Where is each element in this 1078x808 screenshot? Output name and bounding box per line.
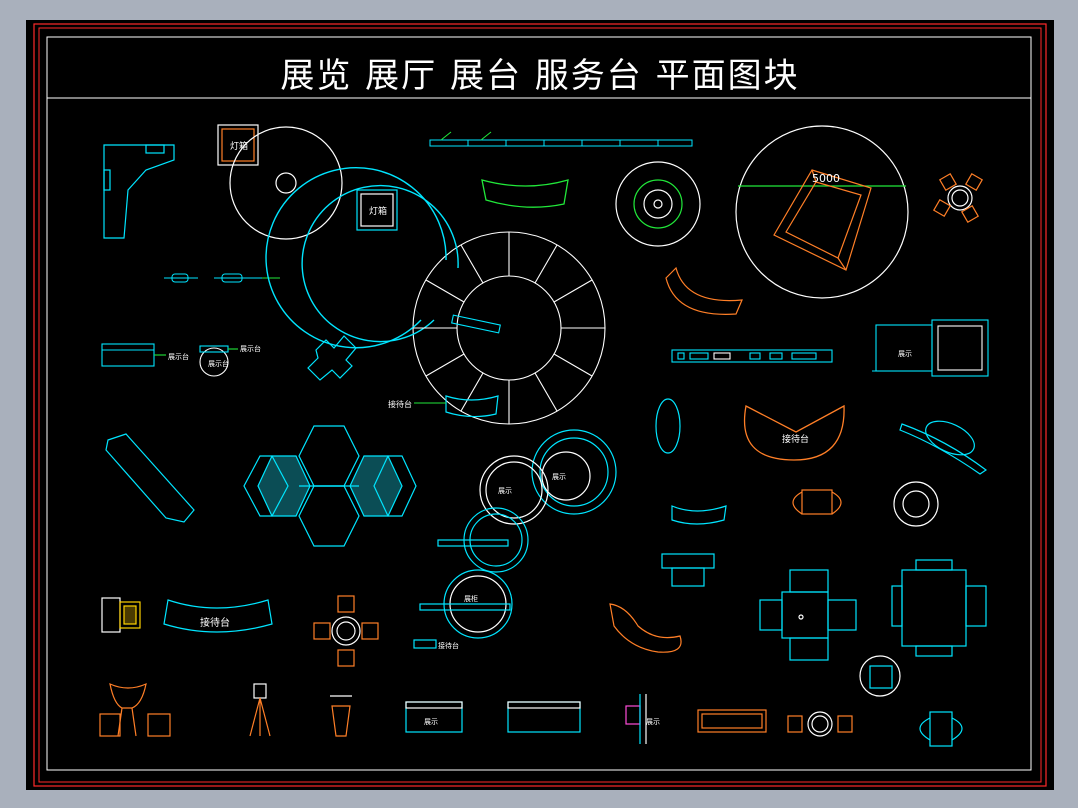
round-table-chairs-center[interactable]: [313, 595, 379, 667]
orange-cabinet[interactable]: [697, 709, 767, 733]
curved-counter-green[interactable]: [481, 179, 569, 208]
ring-table[interactable]: [893, 481, 939, 527]
round-stool-square[interactable]: [859, 655, 901, 697]
inner-border: [46, 36, 1032, 771]
circular-lounge[interactable]: [735, 125, 909, 299]
sofa-orange[interactable]: [792, 489, 842, 515]
square-table-four-chairs[interactable]: [759, 569, 857, 661]
vase-stand[interactable]: [330, 695, 352, 737]
reception-orange[interactable]: [744, 404, 845, 461]
display-case-1-label: 展示: [424, 718, 438, 726]
oval-table[interactable]: [655, 398, 681, 454]
concentric-display[interactable]: [615, 161, 701, 247]
l-shaped-counter[interactable]: [103, 144, 175, 239]
reception-curved[interactable]: [163, 599, 273, 633]
reception-small[interactable]: [413, 639, 437, 649]
round-table-two-chairs[interactable]: [787, 711, 853, 737]
office-desk[interactable]: [872, 319, 989, 377]
outer-border-red: [33, 23, 1047, 787]
reception-curve-label: 接待台: [200, 616, 230, 629]
reception-orange-label: 接待台: [782, 433, 809, 445]
cad-drawing-canvas[interactable]: 灯箱 灯箱: [26, 20, 1054, 790]
t-shaped-stand[interactable]: [661, 553, 715, 587]
display-case-2[interactable]: [507, 701, 581, 733]
display-label-5: 展示: [498, 487, 512, 495]
magenta-stand[interactable]: [625, 694, 647, 744]
display-label-4: 展示: [898, 350, 912, 358]
yellow-cabinet[interactable]: [101, 597, 141, 633]
reception-small-label: 接待台: [438, 641, 459, 650]
display-case-1[interactable]: [405, 701, 463, 733]
lamp-box-1[interactable]: [217, 124, 259, 166]
round-display-cluster[interactable]: [419, 429, 617, 639]
reception-curved-small[interactable]: [445, 395, 499, 418]
display-label-2: 展示台: [208, 359, 229, 368]
magenta-stand-label: 展示: [646, 718, 660, 726]
outer-border-red-2: [38, 27, 1042, 783]
bar-stool-set[interactable]: [99, 682, 171, 737]
sheet-title: 展览 展厅 展台 服务台 平面图块: [280, 56, 800, 96]
dimension-label: 5000: [812, 172, 840, 185]
square-table-four-chairs-large[interactable]: [891, 559, 987, 657]
round-display-table[interactable]: [229, 126, 343, 240]
drawing-sheet: 灯箱 灯箱: [33, 23, 1047, 787]
handle-item-1[interactable]: [164, 273, 280, 283]
circular-staircase[interactable]: [265, 167, 606, 425]
display-label-1: 展示台: [168, 352, 189, 361]
easel-stand[interactable]: [249, 683, 271, 737]
reception-left-label: 接待台: [388, 399, 412, 409]
curved-counter-small[interactable]: [671, 505, 727, 525]
hexagon-booth-cluster[interactable]: [243, 425, 417, 547]
cross-display-unit[interactable]: [307, 335, 357, 381]
lamp-box-1-label: 灯箱: [230, 140, 248, 152]
curved-lounge-cyan[interactable]: [899, 414, 988, 475]
display-label-7: 展柜: [464, 594, 478, 603]
round-table-four-chairs[interactable]: [932, 172, 984, 224]
display-strip[interactable]: [671, 349, 833, 363]
boomerang-counter[interactable]: [609, 603, 682, 653]
lamp-box-2-label: 灯箱: [369, 205, 387, 217]
curved-counter-orange[interactable]: [665, 266, 743, 315]
service-counter-small[interactable]: [101, 343, 238, 377]
sofa-cyan[interactable]: [919, 711, 963, 747]
display-label-6: 展示: [552, 473, 566, 481]
segmented-display-rail[interactable]: [429, 131, 693, 147]
elongated-counter[interactable]: [105, 433, 195, 523]
display-label-3: 展示台: [240, 344, 261, 353]
lamp-box-2[interactable]: [356, 189, 398, 231]
